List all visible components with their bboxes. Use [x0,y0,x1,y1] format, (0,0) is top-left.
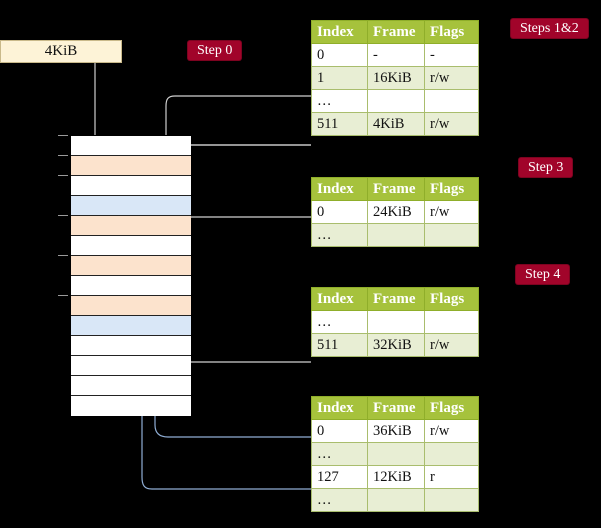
cell-frame [367,223,425,247]
cell-flags [424,488,479,512]
cell-index: 511 [311,112,368,136]
cell-flags [424,442,479,466]
cell-flags [424,89,479,113]
memory-frame-row [71,176,191,196]
memory-frame-row [71,136,191,156]
memory-row-tick [58,295,68,296]
memory-frame-row [71,156,191,176]
cell-index: … [311,89,368,113]
cell-frame [367,442,425,466]
cell-frame: 24KiB [367,200,425,224]
cell-frame: - [367,43,425,67]
memory-frame-row [71,256,191,276]
memory-row-tick [58,175,68,176]
column-header-index: Index [311,396,368,420]
cell-frame [367,89,425,113]
table-row: 0-- [311,43,479,67]
column-header-frame: Frame [367,20,425,44]
memory-row-tick [58,135,68,136]
cell-frame: 12KiB [367,465,425,489]
cell-index: 511 [311,333,368,357]
memory-frame-row [71,396,191,416]
cell-flags: r/w [424,112,479,136]
cell-frame [367,488,425,512]
cell-frame: 4KiB [367,112,425,136]
column-header-index: Index [311,177,368,201]
wire-l3-to-mem [172,308,311,363]
memory-frame-row [71,196,191,216]
column-header-index: Index [311,20,368,44]
cell-frame [367,310,425,334]
column-header-frame: Frame [367,396,425,420]
step-badge-steps-1-2: Steps 1&2 [511,19,588,38]
memory-frame-row [71,336,191,356]
memory-frame-row [71,276,191,296]
cell-flags: r/w [424,66,479,90]
table-row: … [311,488,479,512]
cell-flags: r [424,465,479,489]
source-frame-box: 4KiB [0,40,122,63]
table-row: … [311,89,479,113]
cell-index: 0 [311,419,368,443]
cell-flags: r/w [424,200,479,224]
cell-flags: r/w [424,333,479,357]
column-header-index: Index [311,287,368,311]
cell-frame: 32KiB [367,333,425,357]
cell-index: … [311,442,368,466]
cell-flags: r/w [424,419,479,443]
step-badge-step-3: Step 3 [519,158,573,177]
cell-frame: 36KiB [367,419,425,443]
cell-index: 1 [311,66,368,90]
table-row: … [311,223,479,247]
cell-index: 127 [311,465,368,489]
table-row: … [311,310,479,334]
cell-flags: - [424,43,479,67]
step-badge-step-4: Step 4 [516,265,570,284]
cell-index: … [311,223,368,247]
cell-index: … [311,488,368,512]
memory-row-tick [58,215,68,216]
memory-frame-row [71,376,191,396]
cell-flags [424,223,479,247]
memory-frame-row [71,236,191,256]
column-header-frame: Frame [367,287,425,311]
step-badge-step-0: Step 0 [188,41,242,60]
column-header-flags: Flags [424,20,479,44]
column-header-frame: Frame [367,177,425,201]
memory-row-tick [58,155,68,156]
table-row: … [311,442,479,466]
column-header-flags: Flags [424,396,479,420]
column-header-flags: Flags [424,177,479,201]
memory-frame-row [71,316,191,336]
wire-l1-to-mem [170,144,311,219]
physical-memory-column [70,135,191,416]
memory-frame-row [71,296,191,316]
cell-index: 0 [311,200,368,224]
cell-index: … [311,310,368,334]
cell-flags [424,310,479,334]
column-header-flags: Flags [424,287,479,311]
source-frame-label: 4KiB [44,43,78,59]
cell-frame: 16KiB [367,66,425,90]
cell-index: 0 [311,43,368,67]
memory-frame-row [71,216,191,236]
memory-row-tick [58,255,68,256]
wire-l2-to-mem [177,216,311,259]
memory-frame-row [71,356,191,376]
